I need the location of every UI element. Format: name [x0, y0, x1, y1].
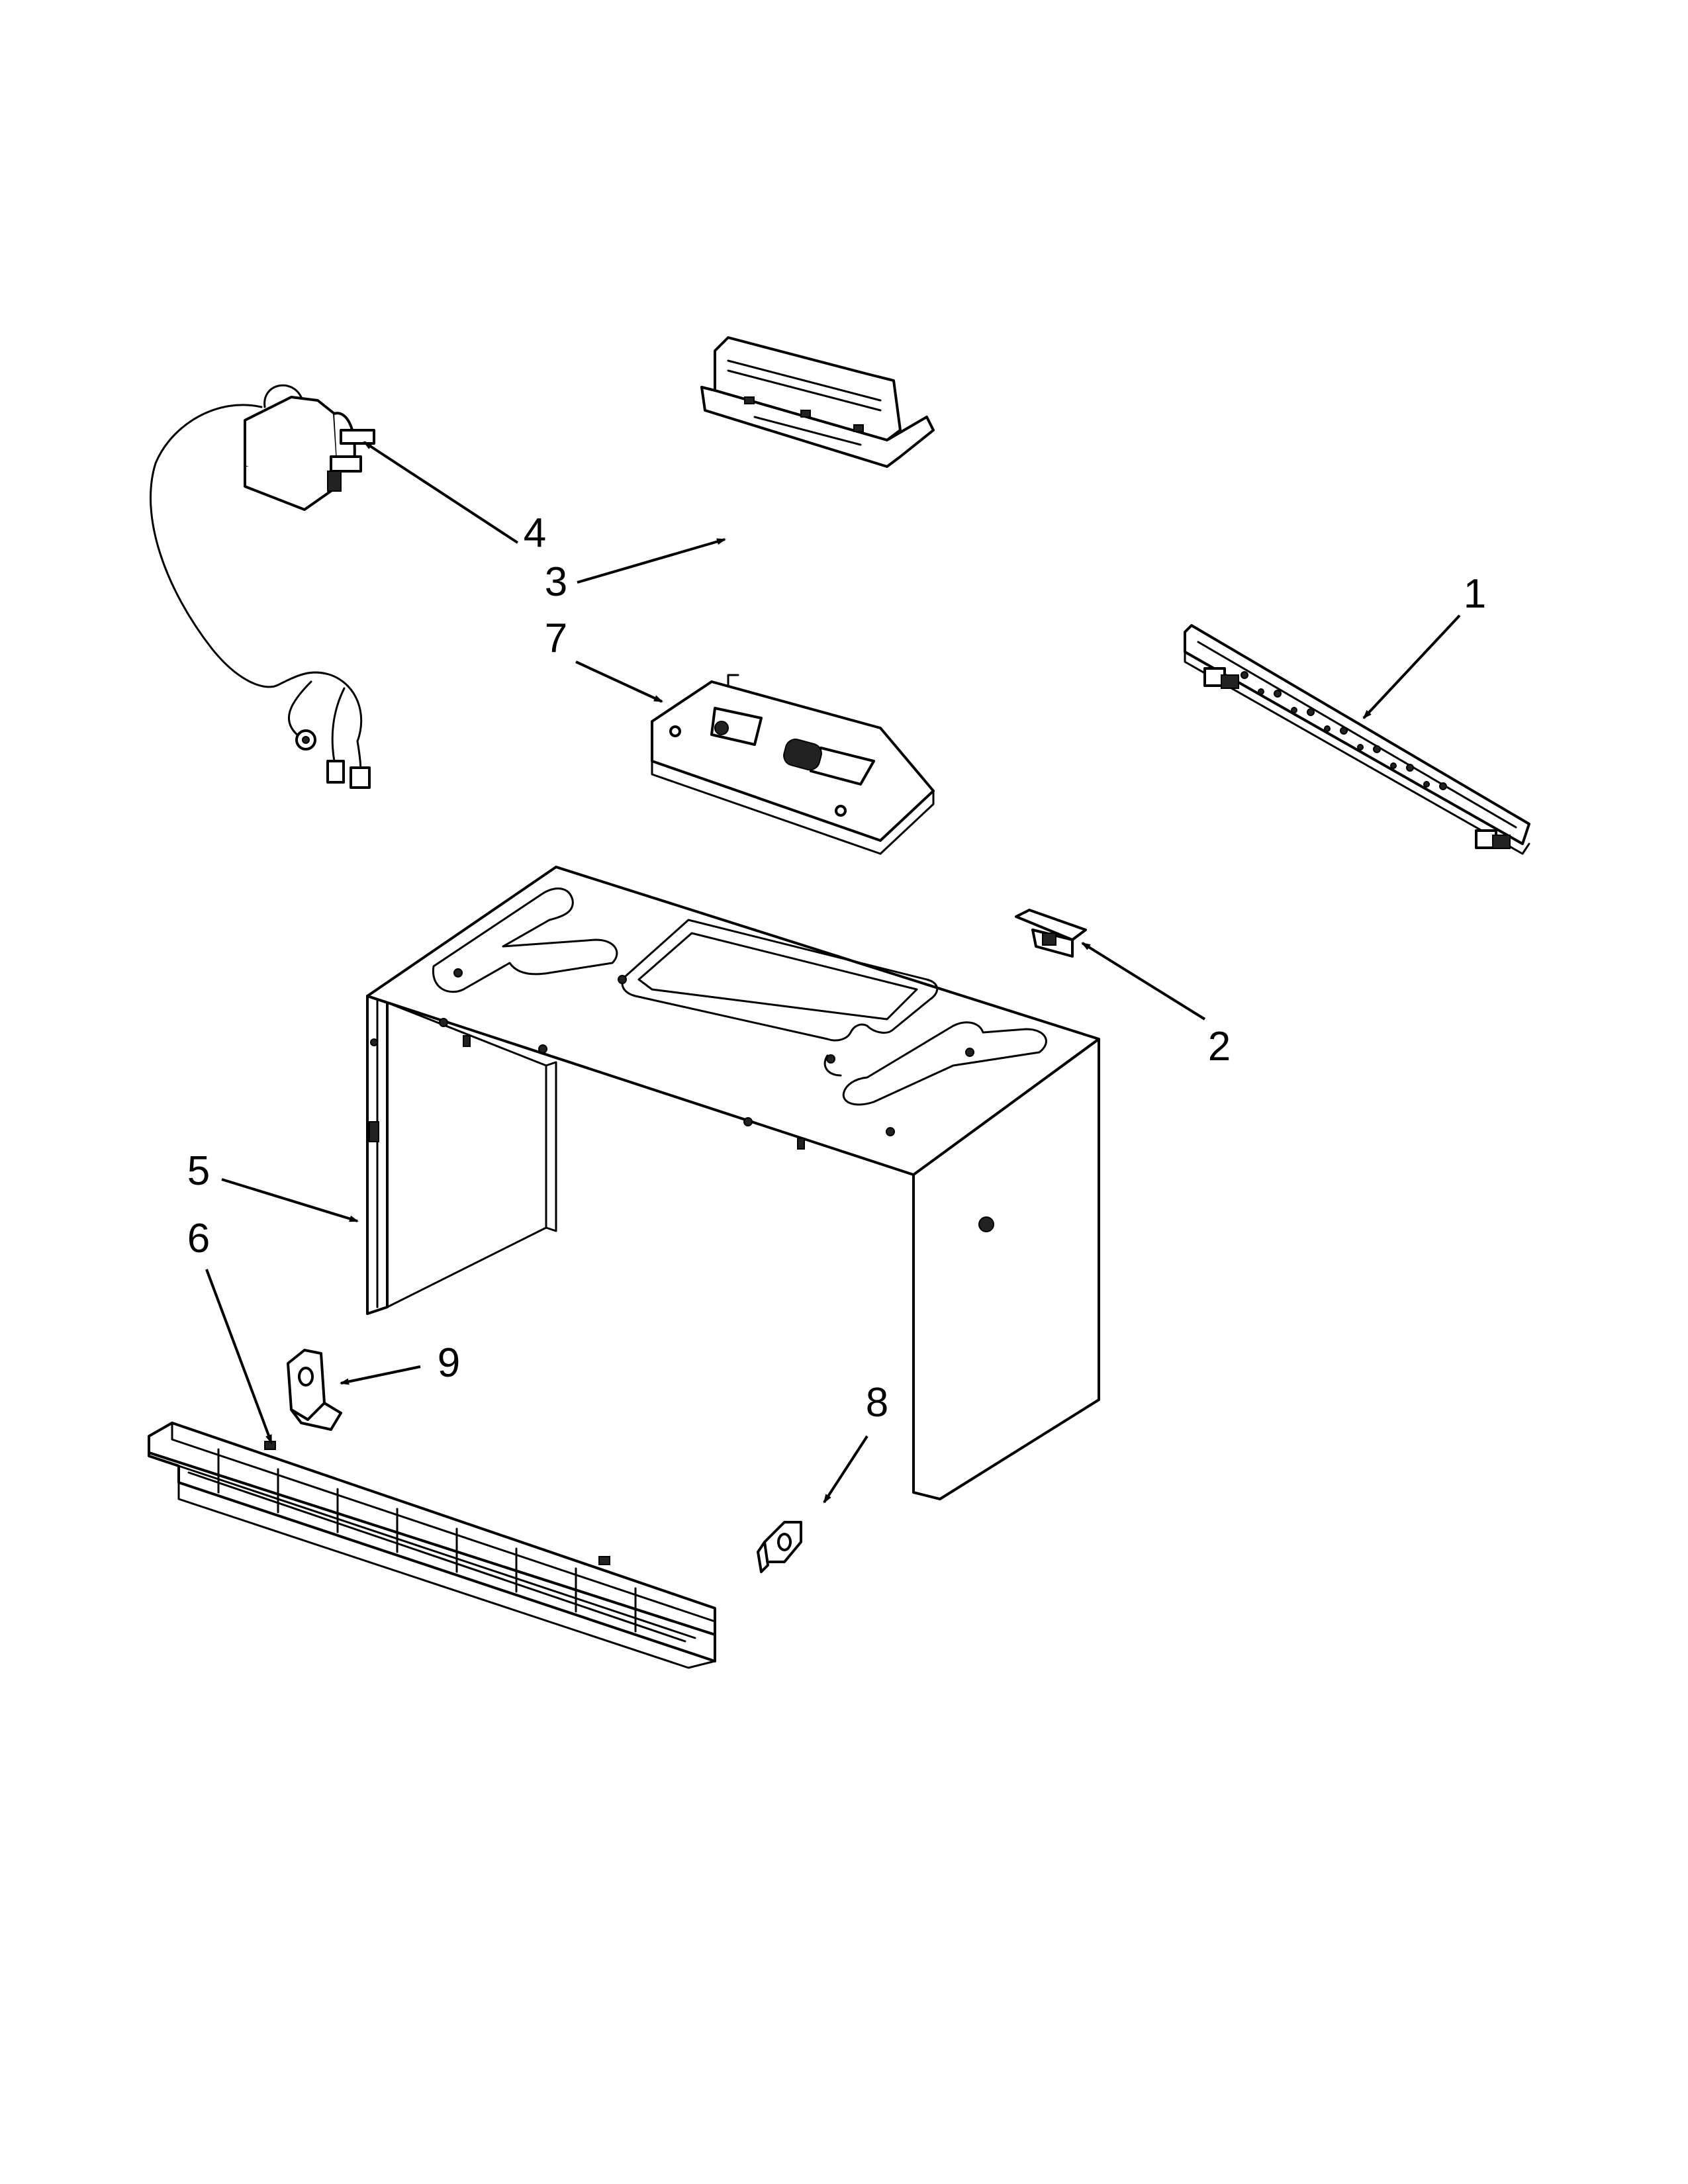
callout-6: 6	[187, 1216, 210, 1261]
leader-7	[575, 660, 663, 703]
callout-8: 8	[866, 1380, 888, 1426]
callout-9: 9	[438, 1340, 460, 1386]
callout-4: 4	[524, 510, 546, 556]
leader-3	[577, 538, 726, 584]
leader-5	[221, 1178, 359, 1222]
callout-labels: 4 3 7 1 2 5 6 9 8	[187, 510, 1486, 1426]
part-mounting-plate[interactable]	[651, 674, 935, 855]
leader-9	[340, 1365, 421, 1385]
callout-3: 3	[545, 559, 567, 605]
leader-8	[823, 1435, 868, 1504]
callout-2: 2	[1208, 1024, 1231, 1069]
part-small-bracket[interactable]	[757, 1521, 802, 1573]
leader-2	[1081, 942, 1206, 1021]
trim-ribs	[217, 1441, 637, 1633]
callout-7: 7	[545, 615, 567, 661]
part-cabinet-wrapper[interactable]	[366, 866, 1100, 1500]
leader-lines	[205, 441, 1461, 1504]
leader-4	[363, 441, 519, 544]
part-front-trim[interactable]	[148, 1422, 716, 1669]
part-top-vent[interactable]	[700, 336, 935, 468]
part-angle-bracket-left[interactable]	[287, 1349, 342, 1431]
part-mounting-rail[interactable]	[1184, 624, 1530, 855]
leader-6	[205, 1269, 273, 1444]
callout-1: 1	[1464, 571, 1486, 617]
leader-1	[1362, 614, 1461, 719]
rail-holes	[1241, 671, 1447, 790]
part-clip[interactable]	[1015, 909, 1087, 958]
callout-5: 5	[187, 1148, 210, 1194]
part-power-cord[interactable]	[150, 384, 375, 789]
